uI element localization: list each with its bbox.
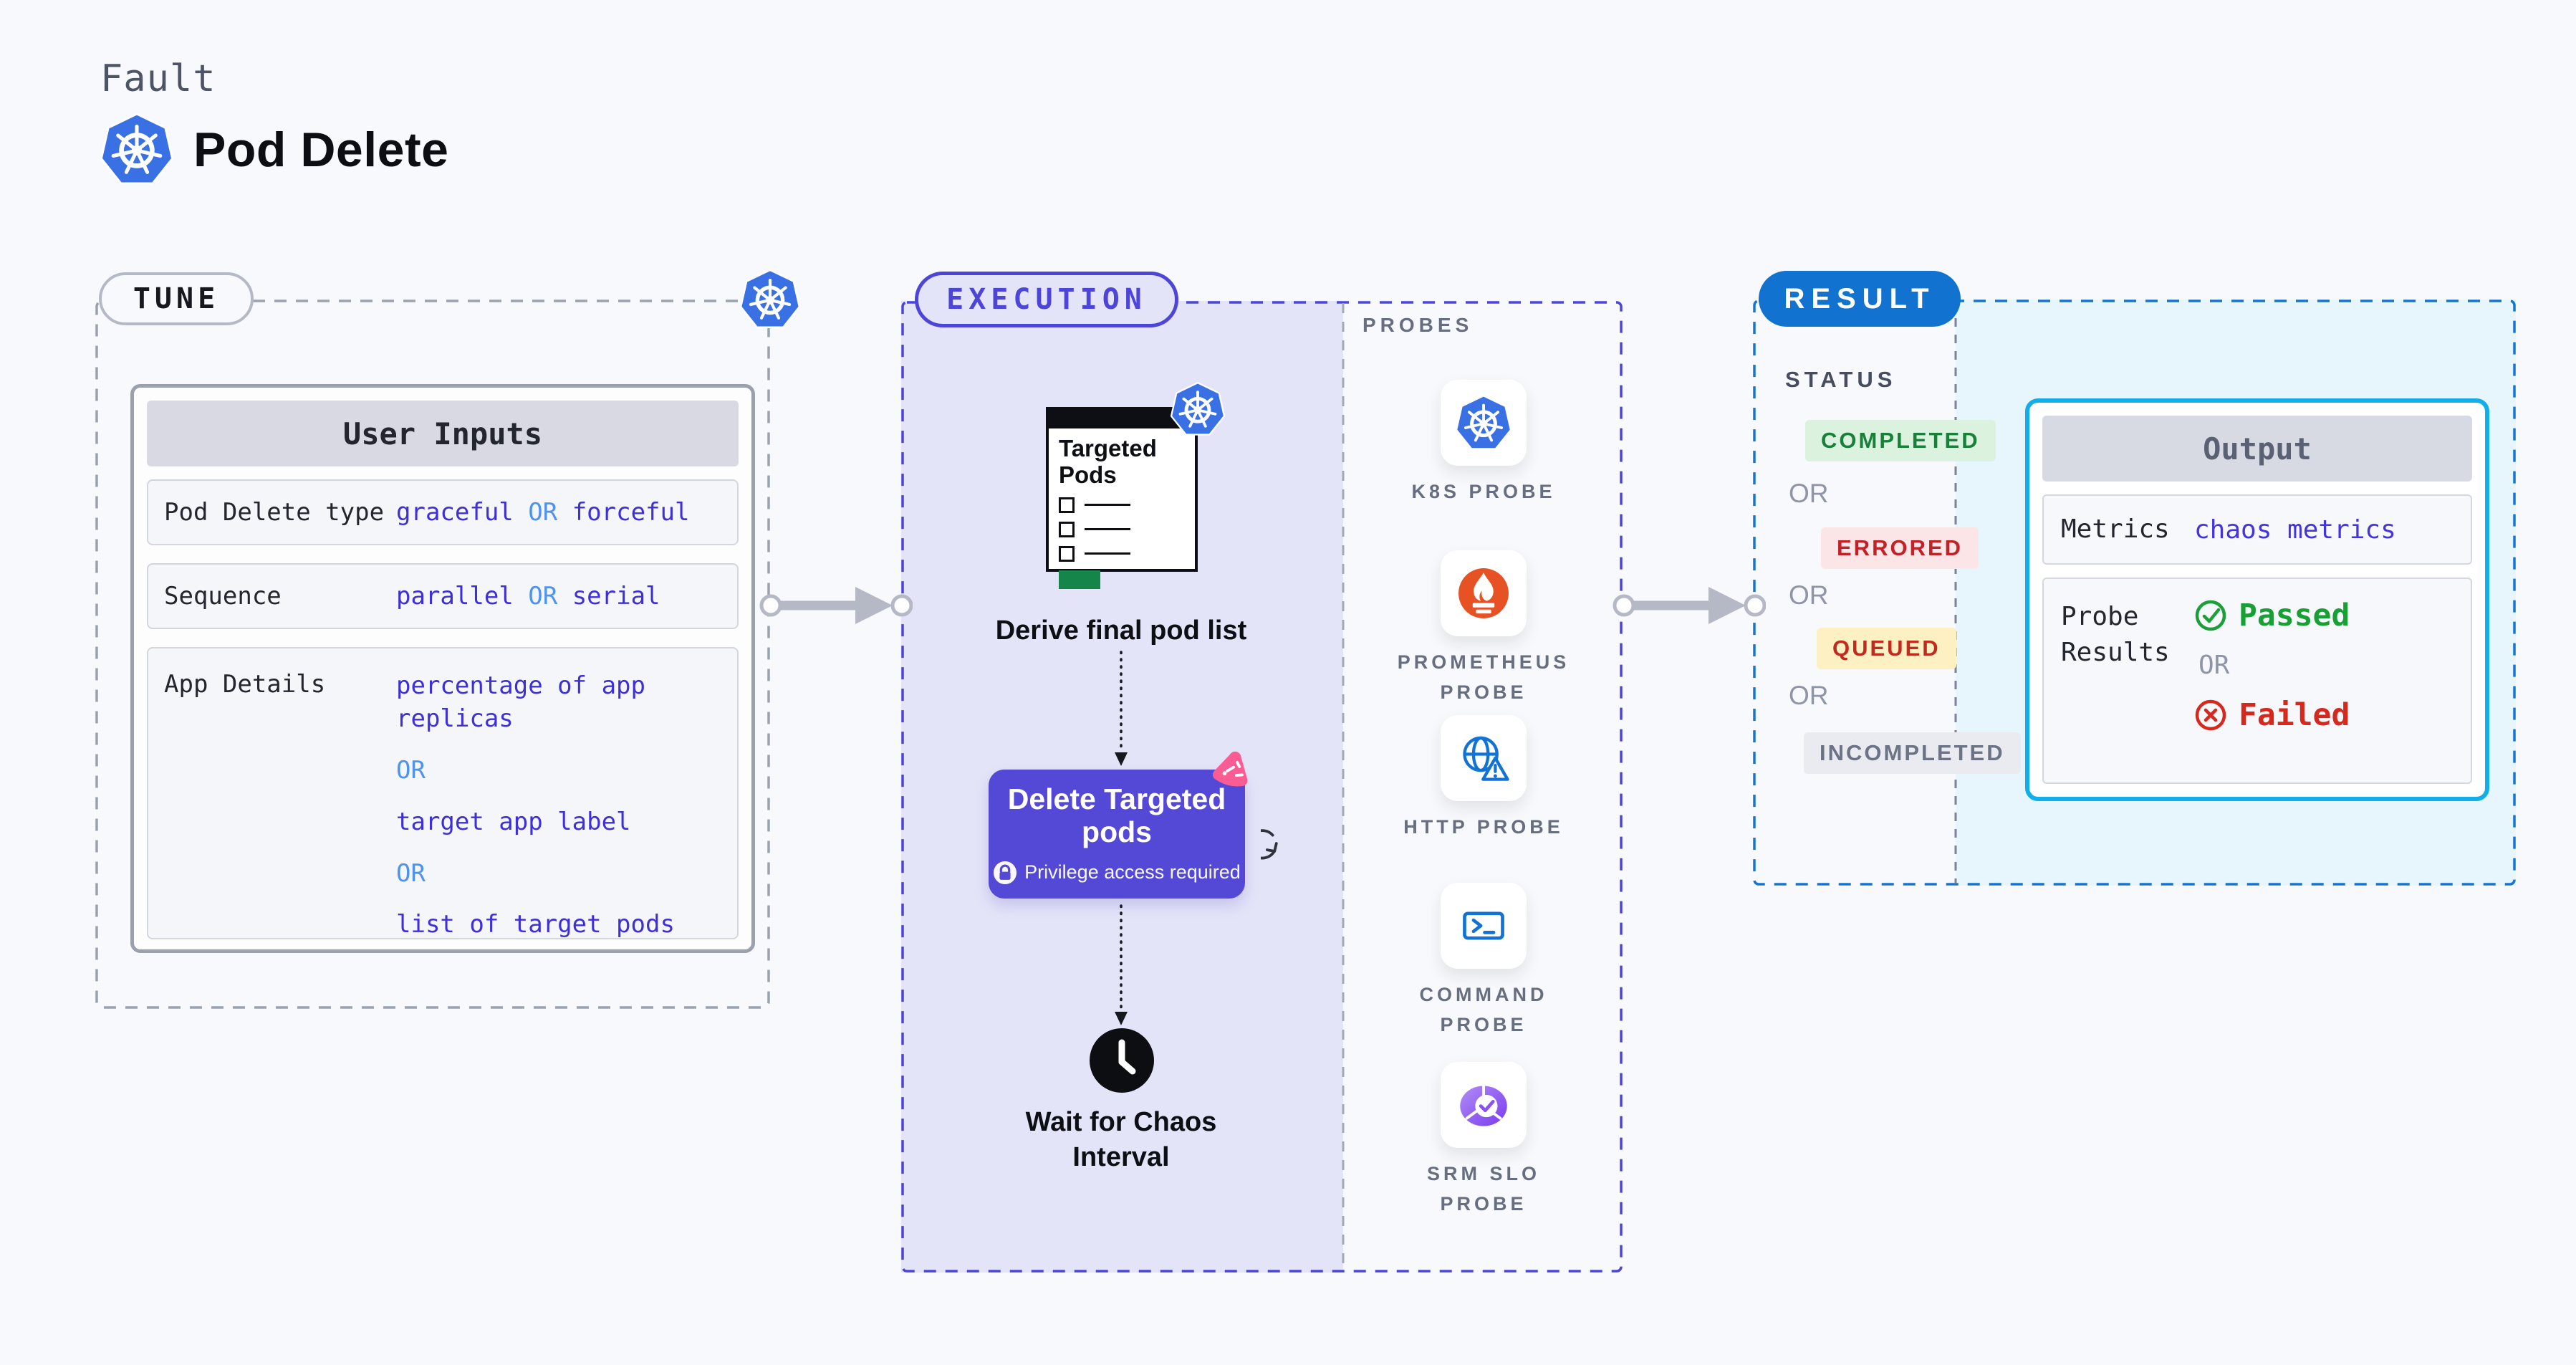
or-separator: OR bbox=[2198, 651, 2230, 680]
probe-tile bbox=[1441, 715, 1527, 801]
value-option: forceful bbox=[572, 498, 690, 527]
value-option: list of target pods bbox=[396, 910, 675, 939]
probe-label: HTTP PROBE bbox=[1403, 816, 1564, 838]
globe-warning-icon bbox=[1463, 736, 1509, 781]
pod-checklist-item bbox=[1059, 497, 1185, 513]
progress-bar bbox=[1059, 570, 1100, 589]
check-circle-icon bbox=[2195, 600, 2226, 631]
flow-arrow-tune-to-execution bbox=[759, 587, 913, 624]
input-row-pod-delete-type: Pod Delete type graceful OR forceful bbox=[147, 479, 739, 545]
probe-results-row: Probe Results Passed OR Faile bbox=[2042, 578, 2472, 784]
metrics-label: Metrics bbox=[2061, 514, 2170, 544]
slo-donut-check-icon bbox=[1460, 1084, 1507, 1126]
or-separator: OR bbox=[396, 858, 426, 888]
status-badge-completed: COMPLETED bbox=[1805, 420, 1996, 461]
input-label: App Details bbox=[164, 670, 326, 699]
value-option: parallel bbox=[396, 582, 514, 610]
probe-tile bbox=[1441, 883, 1527, 969]
lock-icon bbox=[994, 861, 1017, 884]
value-option: target app label bbox=[396, 807, 631, 836]
terminal-icon bbox=[1463, 911, 1504, 940]
delete-node-title: Delete Targeted pods bbox=[1007, 782, 1226, 848]
probe-results-values: Passed OR Failed bbox=[2194, 579, 2350, 733]
fault-eyebrow-label: Fault bbox=[100, 57, 216, 100]
probe-label: K8S PROBE bbox=[1411, 481, 1556, 502]
privilege-note: Privilege access required bbox=[993, 861, 1241, 885]
probe-tile bbox=[1441, 550, 1527, 636]
probe-item-k8s: K8S PROBE bbox=[1343, 380, 1624, 507]
input-value: parallel OR serial bbox=[396, 582, 737, 610]
result-section-badge: RESULT bbox=[1759, 271, 1961, 327]
input-row-app-details: App Details percentage of app replicas O… bbox=[147, 647, 739, 939]
input-row-sequence: Sequence parallel OR serial bbox=[147, 563, 739, 629]
page-title: Pod Delete bbox=[193, 123, 449, 177]
cross-circle-icon bbox=[2195, 699, 2226, 731]
user-inputs-header: User Inputs bbox=[147, 401, 739, 466]
input-value: graceful OR forceful bbox=[396, 498, 737, 527]
probe-label: SRM SLO PROBE bbox=[1426, 1163, 1540, 1215]
kubernetes-icon bbox=[1171, 381, 1225, 438]
kubernetes-icon bbox=[740, 268, 800, 331]
passed-text: Passed bbox=[2239, 598, 2350, 633]
kubernetes-icon bbox=[1456, 394, 1512, 452]
failed-line: Failed bbox=[2194, 697, 2350, 733]
probe-label: PROMETHEUS PROBE bbox=[1397, 651, 1570, 703]
or-separator: OR bbox=[528, 498, 558, 527]
dotted-arrow-down bbox=[1115, 904, 1128, 1025]
output-card: Output Metrics chaos metrics Probe Resul… bbox=[2025, 398, 2489, 801]
prometheus-icon bbox=[1458, 568, 1509, 618]
tune-section-badge: TUNE bbox=[99, 272, 254, 325]
probe-tile bbox=[1441, 380, 1527, 466]
probe-item-http: HTTP PROBE bbox=[1343, 715, 1624, 843]
input-value: percentage of app replicas OR target app… bbox=[396, 670, 737, 960]
probe-item-prometheus: PROMETHEUS PROBE bbox=[1343, 550, 1624, 708]
passed-line: Passed bbox=[2194, 598, 2350, 633]
status-badge-queued: QUEUED bbox=[1817, 628, 1956, 669]
output-header: Output bbox=[2042, 416, 2472, 482]
execution-section-badge: EXECUTION bbox=[915, 272, 1178, 327]
kubernetes-icon bbox=[100, 112, 173, 188]
metrics-row: Metrics chaos metrics bbox=[2042, 494, 2472, 565]
targeted-pods-title: Targeted Pods bbox=[1059, 435, 1157, 488]
user-inputs-card: User Inputs Pod Delete type graceful OR … bbox=[130, 384, 755, 953]
dotted-arrow-down bbox=[1115, 651, 1128, 766]
loop-refresh-icon bbox=[1261, 829, 1278, 860]
probe-item-command: COMMAND PROBE bbox=[1343, 883, 1624, 1040]
or-separator: OR bbox=[1789, 681, 1829, 710]
wait-chaos-interval-caption: Wait for Chaos Interval bbox=[1025, 1107, 1217, 1173]
status-heading: STATUS bbox=[1785, 367, 1897, 392]
clock-icon bbox=[1090, 1028, 1154, 1093]
failed-text: Failed bbox=[2239, 697, 2350, 733]
input-label: Sequence bbox=[164, 582, 282, 610]
input-label: Pod Delete type bbox=[164, 498, 385, 527]
privilege-note-text: Privilege access required bbox=[1024, 861, 1241, 883]
probe-label: COMMAND PROBE bbox=[1419, 984, 1548, 1035]
delete-targeted-pods-node: Delete Targeted pods Privilege access re… bbox=[989, 770, 1245, 899]
title-row: Pod Delete bbox=[100, 112, 448, 188]
or-separator: OR bbox=[1789, 580, 1829, 610]
pod-checklist-item bbox=[1059, 521, 1185, 537]
probe-tile bbox=[1441, 1062, 1527, 1148]
derive-pod-list-caption: Derive final pod list bbox=[995, 616, 1247, 646]
probe-item-srm-slo: SRM SLO PROBE bbox=[1343, 1062, 1624, 1220]
pod-checklist-item bbox=[1059, 545, 1185, 562]
flow-arrow-execution-to-result bbox=[1613, 587, 1766, 624]
value-option: graceful bbox=[396, 498, 514, 527]
metrics-value: chaos metrics bbox=[2194, 514, 2396, 545]
probe-results-label: Probe Results bbox=[2061, 602, 2170, 668]
status-badge-errored: ERRORED bbox=[1821, 527, 1979, 569]
value-option: serial bbox=[572, 582, 660, 610]
or-separator: OR bbox=[528, 582, 558, 610]
probes-heading: PROBES bbox=[1363, 314, 1474, 336]
status-badge-incompleted: INCOMPLETED bbox=[1804, 732, 2021, 774]
or-separator: OR bbox=[1789, 479, 1829, 508]
or-separator: OR bbox=[396, 755, 426, 785]
value-option: percentage of app replicas bbox=[396, 671, 645, 733]
